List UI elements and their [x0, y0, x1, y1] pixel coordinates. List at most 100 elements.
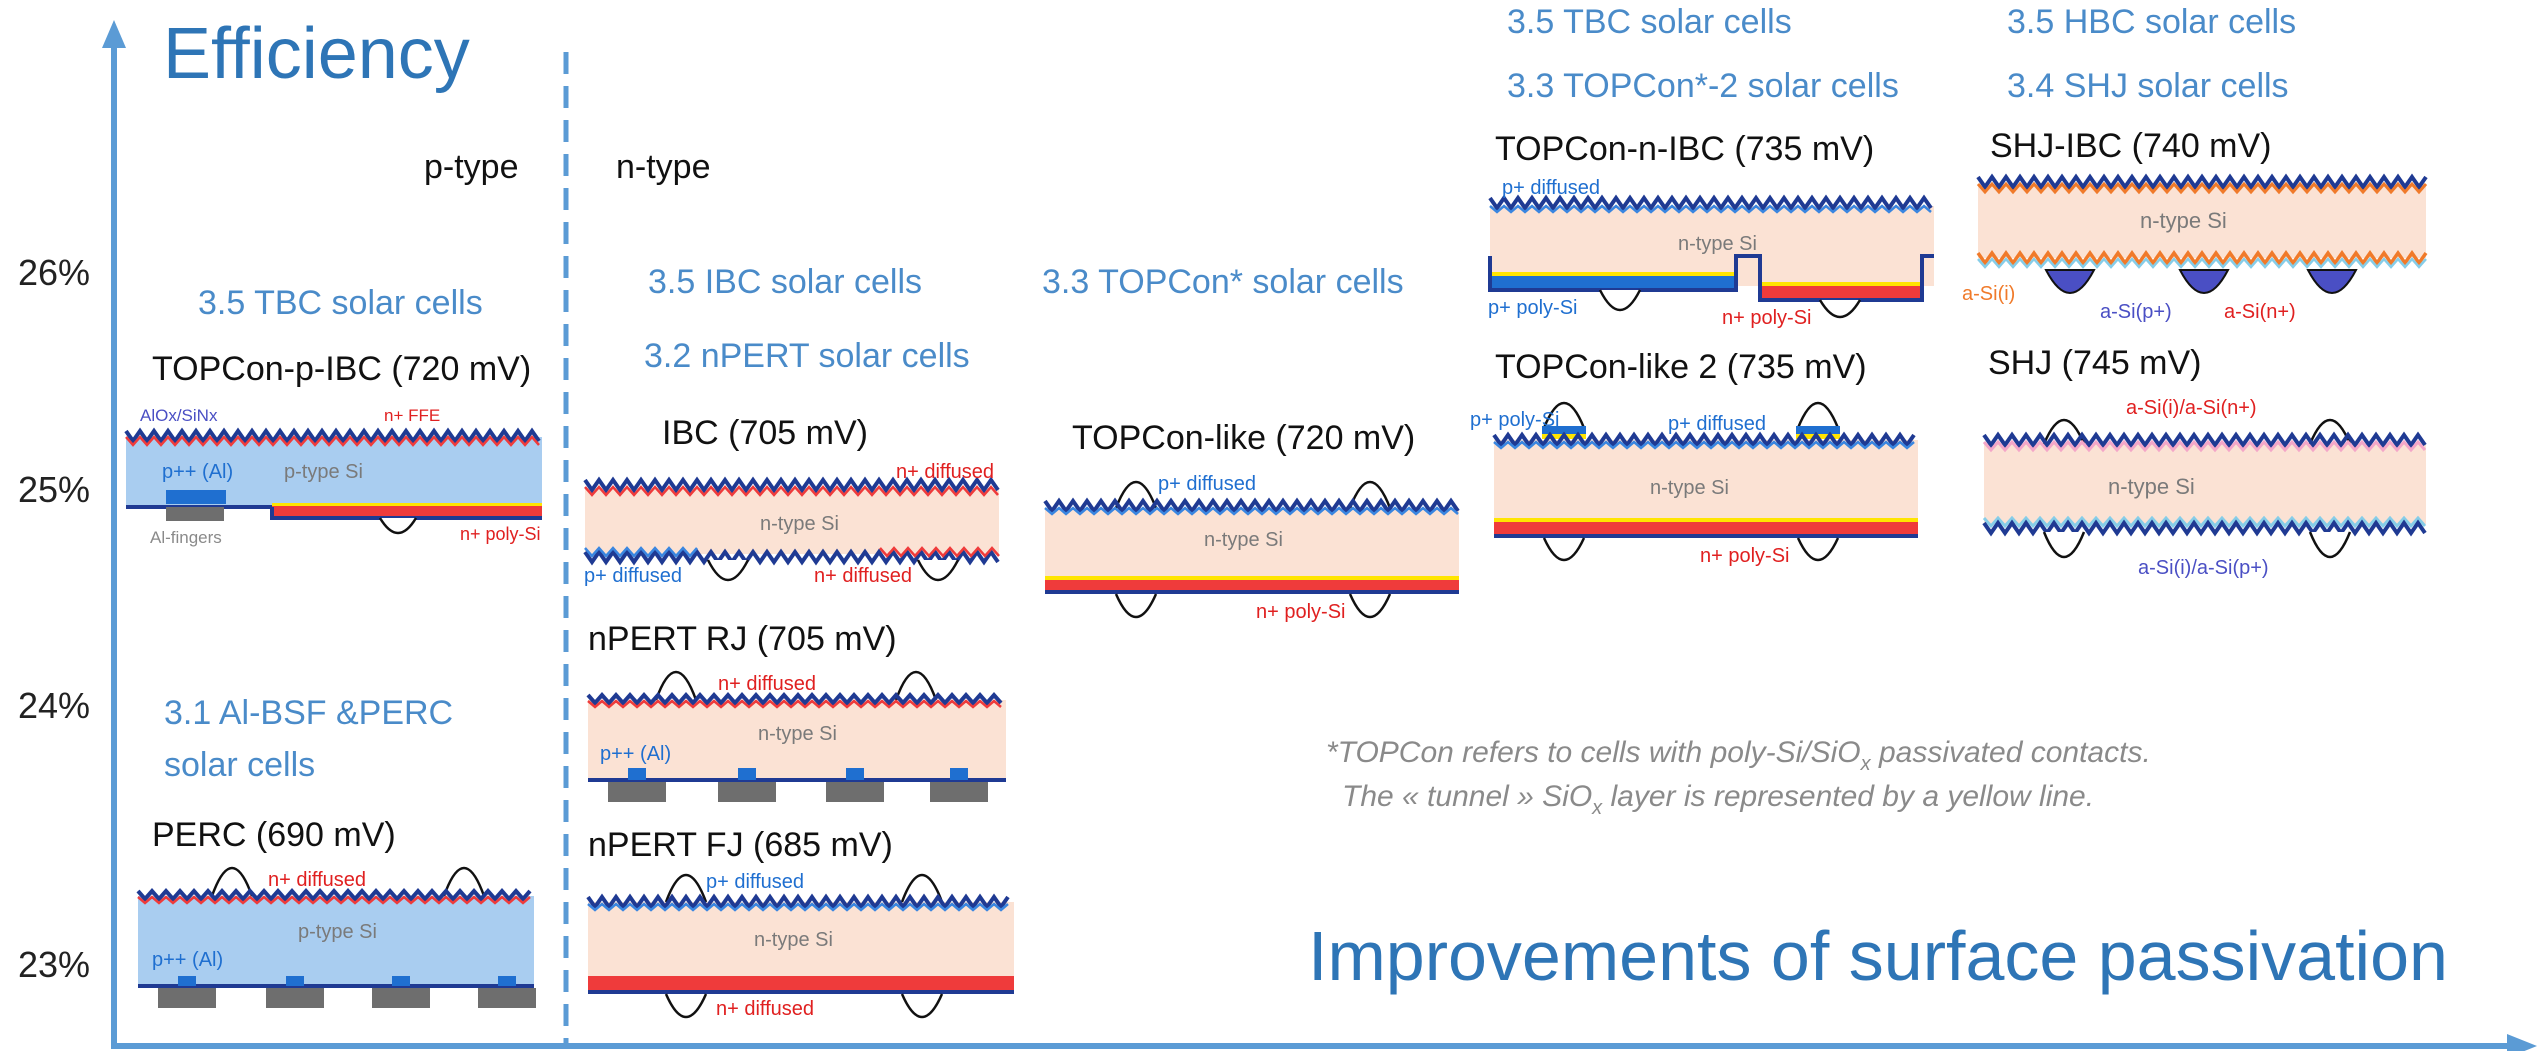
p-diffused-zigzag — [1489, 204, 1932, 214]
contact-bump-1 — [1598, 289, 1642, 312]
bulk-n-si — [588, 700, 1006, 780]
label-bulk: n-type Si — [1204, 529, 1283, 551]
p-plus-al-3 — [846, 768, 864, 780]
p-plus-al-contact — [166, 490, 226, 504]
p-plus-al-4 — [498, 976, 516, 986]
contact-bump-3 — [1114, 593, 1158, 618]
p-poly-si-2 — [1796, 426, 1840, 434]
label-alox-sinx: AlOx/SiNx — [140, 406, 218, 425]
label-p-diffused: p+ diffused — [1502, 177, 1600, 199]
tunnel-oxide-right — [1762, 282, 1922, 286]
y-tick-23: 23% — [18, 944, 90, 985]
contact-bump-2 — [894, 670, 938, 701]
y-ticks: 26% 25% 24% 23% — [18, 252, 90, 985]
contact-bump-3 — [2042, 531, 2086, 559]
label-p-poly-si: p+ poly-Si — [1470, 409, 1560, 431]
cell-title-npert-rj: nPERT RJ (705 mV) — [588, 620, 897, 658]
tunnel-oxide — [272, 503, 542, 506]
front-passivation-zigzag — [1492, 431, 1916, 449]
label-n-ffe: n+ FFE — [384, 406, 440, 425]
al-finger — [166, 507, 224, 521]
label-bulk: p-type Si — [284, 461, 363, 483]
section-hbc: 3.5 HBC solar cells — [2007, 3, 2296, 41]
contact-bump-4 — [1796, 537, 1840, 561]
label-p-diffused: p+ diffused — [584, 565, 682, 587]
front-passivation-zigzag — [124, 427, 541, 445]
rear-outline — [1488, 254, 1934, 302]
y-tick-24: 24% — [18, 685, 90, 726]
section-albsf-line1: 3.1 Al-BSF &PERC — [164, 694, 453, 732]
label-n-poly-si: n+ poly-Si — [1256, 601, 1346, 623]
cell-title-ibc: IBC (705 mV) — [662, 414, 868, 452]
label-n-diffused: n+ diffused — [718, 673, 816, 695]
n-diffused-layer — [588, 976, 1014, 990]
al-finger-2 — [718, 782, 776, 802]
poly-contact-bump-2 — [1796, 401, 1840, 429]
a-si-n-bump — [2178, 269, 2230, 294]
cell-ibc: n+ diffused n-type Si p+ diffused n+ dif… — [583, 461, 1000, 587]
front-a-si-zigzag — [1982, 439, 2427, 453]
poly-contact-bump-1 — [1542, 401, 1586, 429]
contact-bump-1 — [706, 559, 750, 582]
bulk-n-si — [585, 488, 999, 554]
al-finger-1 — [608, 782, 666, 802]
p-diffused-zigzag — [587, 902, 1009, 912]
label-bulk: n-type Si — [1650, 477, 1729, 499]
label-a-si-n: a-Si(n+) — [2224, 301, 2296, 323]
contact-bump-3 — [1542, 537, 1586, 561]
section-shj: 3.4 SHJ solar cells — [2007, 67, 2289, 105]
n-diffused-zigzag — [584, 485, 999, 497]
p-diffused-zigzag — [1493, 440, 1915, 450]
bulk-n-si — [588, 902, 1014, 978]
tunnel-oxide-left — [1490, 272, 1734, 276]
n-diffused-zigzag — [137, 895, 531, 905]
bulk-n-si — [1494, 440, 1918, 518]
label-bulk: p-type Si — [298, 921, 377, 943]
rear-a-si-i-zigzag — [1976, 249, 2428, 267]
tunnel-oxide-rear — [1494, 518, 1918, 522]
p-plus-al-1 — [628, 768, 646, 780]
section-albsf-line2: solar cells — [164, 746, 315, 784]
footnote-line-2: The « tunnel » SiOx layer is represented… — [1342, 780, 2094, 819]
front-passivation-zigzag — [1976, 173, 2428, 191]
label-al-fingers: Al-fingers — [150, 528, 222, 547]
contact-bump-2 — [442, 866, 486, 897]
contact-bump-4 — [900, 993, 944, 1018]
section-tbc-left: 3.5 TBC solar cells — [198, 284, 483, 322]
cell-title-topcon-p-ibc: TOPCon-p-IBC (720 mV) — [152, 350, 531, 388]
n-poly-si-layer — [1762, 286, 1922, 298]
cell-topcon-p-ibc: AlOx/SiNx n+ FFE p++ (Al) p-type Si Al-f… — [124, 406, 542, 547]
section-topcon: 3.3 TOPCon* solar cells — [1042, 263, 1404, 301]
label-bulk: n-type Si — [760, 513, 839, 535]
contact-bump-2 — [900, 873, 944, 903]
front-passivation-zigzag — [586, 691, 1003, 707]
label-bulk: n-type Si — [754, 929, 833, 951]
a-si-p-bump-2 — [2306, 269, 2358, 294]
p-plus-al-4 — [950, 768, 968, 780]
contact-bump-1 — [1114, 480, 1158, 509]
footnote-line-1: *TOPCon refers to cells with poly-Si/SiO… — [1326, 736, 2151, 775]
rear-n-diffused-zigzag — [879, 546, 1000, 558]
label-p-plus-al: p++ (Al) — [152, 949, 223, 971]
label-bulk: n-type Si — [1678, 233, 1757, 255]
front-passivation-zigzag — [1982, 431, 2427, 449]
section-ibc: 3.5 IBC solar cells — [648, 263, 922, 301]
contact-bump-3 — [664, 993, 708, 1018]
axes — [102, 20, 2537, 1051]
cell-perc: n+ diffused p-type Si p++ (Al) — [136, 866, 536, 1008]
cell-shj: a-Si(i)/a-Si(n+) n-type Si a-Si(i)/a-Si(… — [1982, 397, 2427, 579]
cell-titles: TOPCon-p-IBC (720 mV) PERC (690 mV) IBC … — [152, 127, 2272, 864]
contact-bump — [378, 517, 418, 535]
n-poly-si-layer — [1494, 522, 1918, 534]
cell-topcon-n-ibc: p+ diffused n-type Si p+ poly-Si n+ poly… — [1488, 177, 1934, 329]
tunnel-oxide — [1045, 576, 1459, 580]
p-poly-si-layer — [1490, 276, 1734, 288]
cell-title-shj-ibc: SHJ-IBC (740 mV) — [1990, 127, 2272, 165]
label-bulk: n-type Si — [2108, 474, 2195, 499]
al-finger-3 — [372, 988, 430, 1008]
label-p-plus-al: p++ (Al) — [162, 461, 233, 483]
al-finger-2 — [266, 988, 324, 1008]
label-bulk: n-type Si — [2140, 208, 2227, 233]
front-passivation-zigzag — [586, 893, 1010, 911]
